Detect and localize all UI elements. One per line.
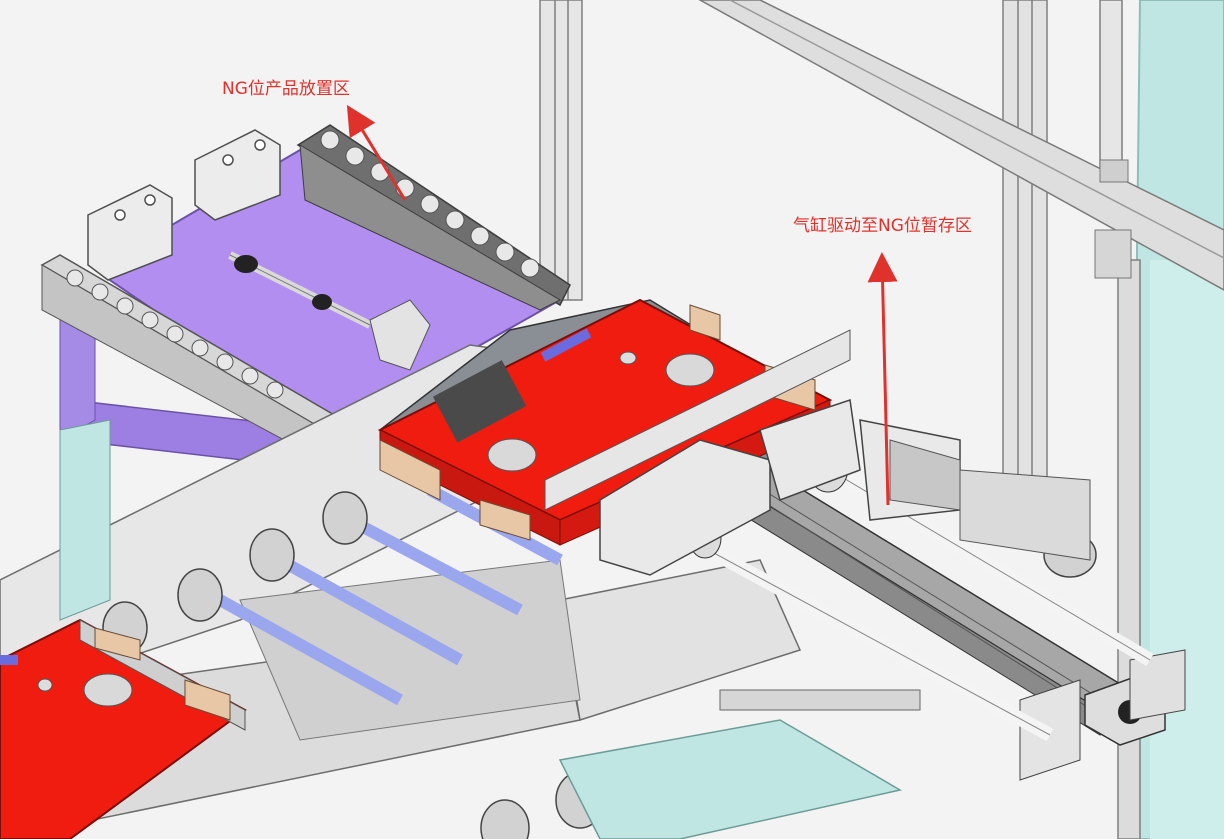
diagonal-beam [698,0,1224,291]
arrow-up-icon [867,252,898,506]
arrow-up-left-icon [346,104,407,201]
ng-rollers [66,130,540,399]
annotation-arrows [346,104,898,506]
lower-stand [59,419,921,839]
cylinder-drive-label: 气缸驱动至NG位暂存区 [793,216,972,236]
pneumatic-cylinder [733,469,1186,781]
ng-zone-label: NG位产品放置区 [222,79,350,99]
drive-motor [889,439,1091,561]
ng-pusher-rod [228,251,431,371]
mount-brackets [87,129,281,281]
carrier-plate-left [0,618,247,839]
